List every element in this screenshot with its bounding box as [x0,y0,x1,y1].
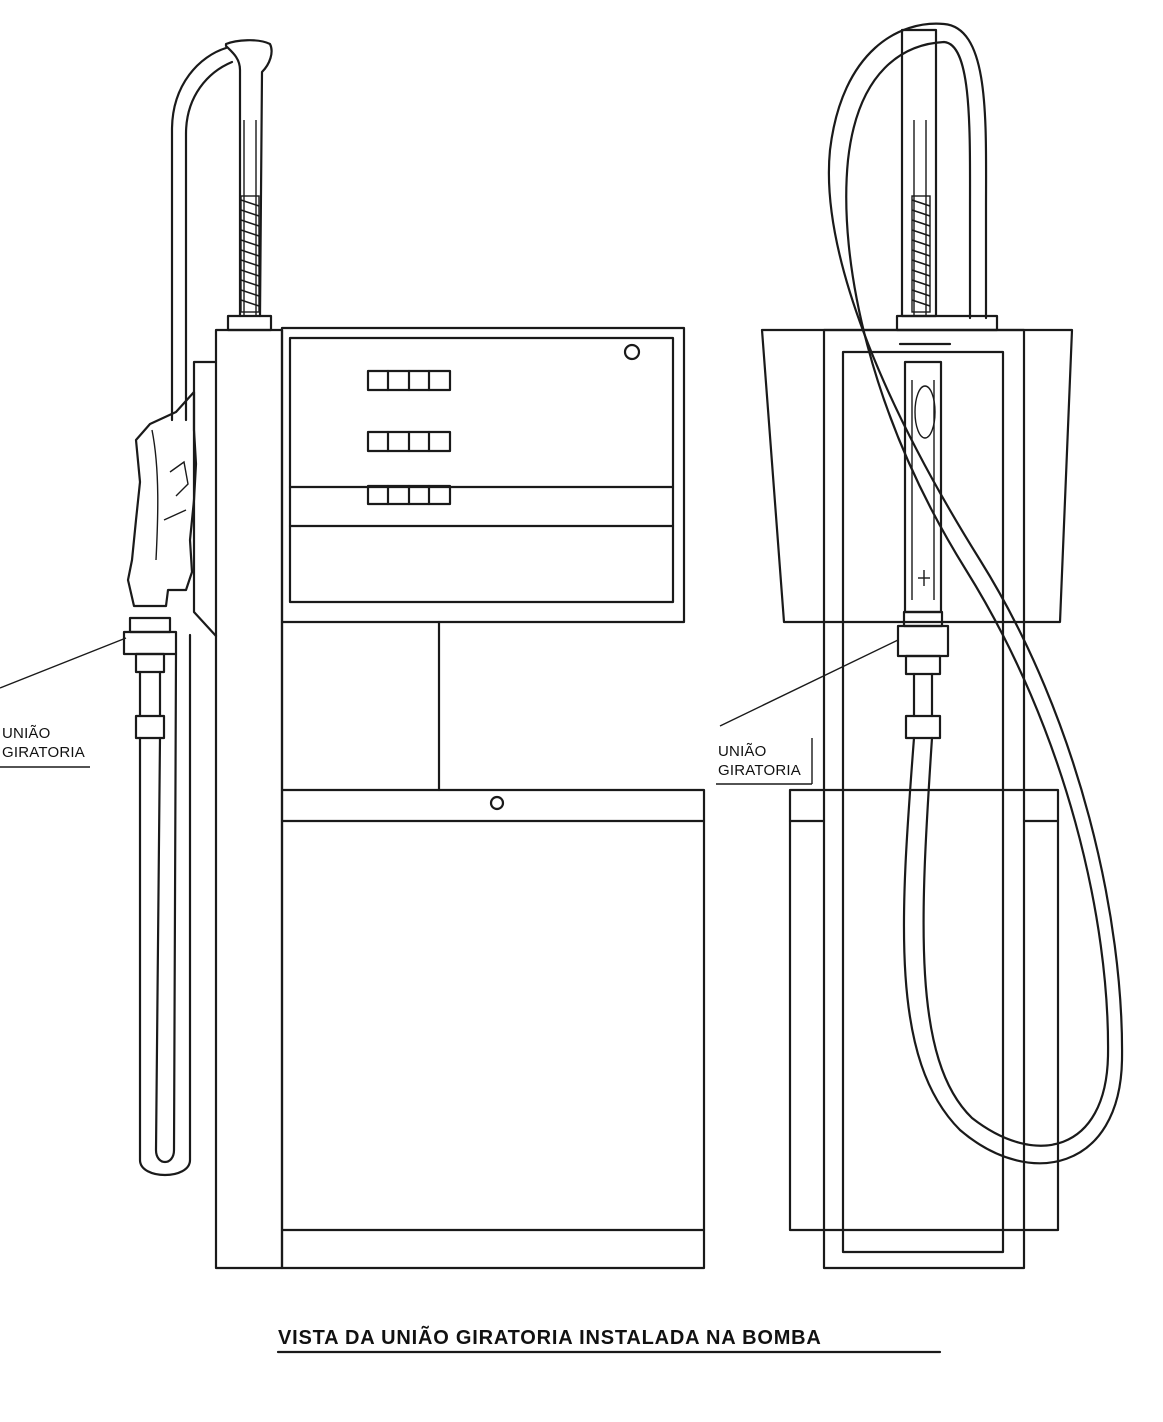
cabinet-lock-icon [489,795,505,811]
front-top-collar [226,314,273,332]
front-nozzle-handle [126,390,198,608]
display-head-outer [280,326,686,624]
front-hose-outer [170,46,228,422]
front-column [214,328,284,1270]
side-hose-outer [827,22,1124,1165]
front-nozzle-spout [224,39,273,318]
side-top-collar [895,314,999,332]
total-display [366,484,452,506]
side-callout-leader [719,639,899,727]
front-hose-loop-outer [138,633,192,1177]
diagram-caption: VISTA DA UNIÃO GIRATORIA INSTALADA NA BO… [278,1327,822,1349]
left-callout-line2: GIRATORIA [2,744,85,761]
display-head-inner [288,336,675,604]
right-union-callout: UNIÃO GIRATORIA [718,742,801,780]
side-thread-hatch [911,195,931,313]
side-base-panel [788,788,1060,1232]
front-hose-inner [184,60,234,422]
front-view-pump [0,39,706,1270]
left-union-callout: UNIÃO GIRATORIA [2,724,85,762]
price-display [366,369,452,392]
right-callout-line1: UNIÃO [718,743,767,760]
front-swivel-union [122,616,178,740]
lower-cabinet [280,788,706,1270]
side-column-inner [841,350,1005,1254]
left-callout-line1: UNIÃO [2,725,51,742]
display-screw-icon [623,343,641,361]
front-side-bracket [192,360,218,638]
side-column-outer [822,328,1026,1270]
front-thread-hatch [240,195,260,313]
volume-display [366,430,452,453]
side-swivel-union [896,610,950,740]
side-view-pump [716,22,1124,1270]
front-hose-loop-inner [154,652,178,1164]
side-head-housing [760,328,1074,624]
side-hose-inner [845,40,1110,1147]
side-spout-pipe [900,28,938,318]
front-callout-leader [0,637,127,689]
right-callout-line2: GIRATORIA [718,762,801,779]
